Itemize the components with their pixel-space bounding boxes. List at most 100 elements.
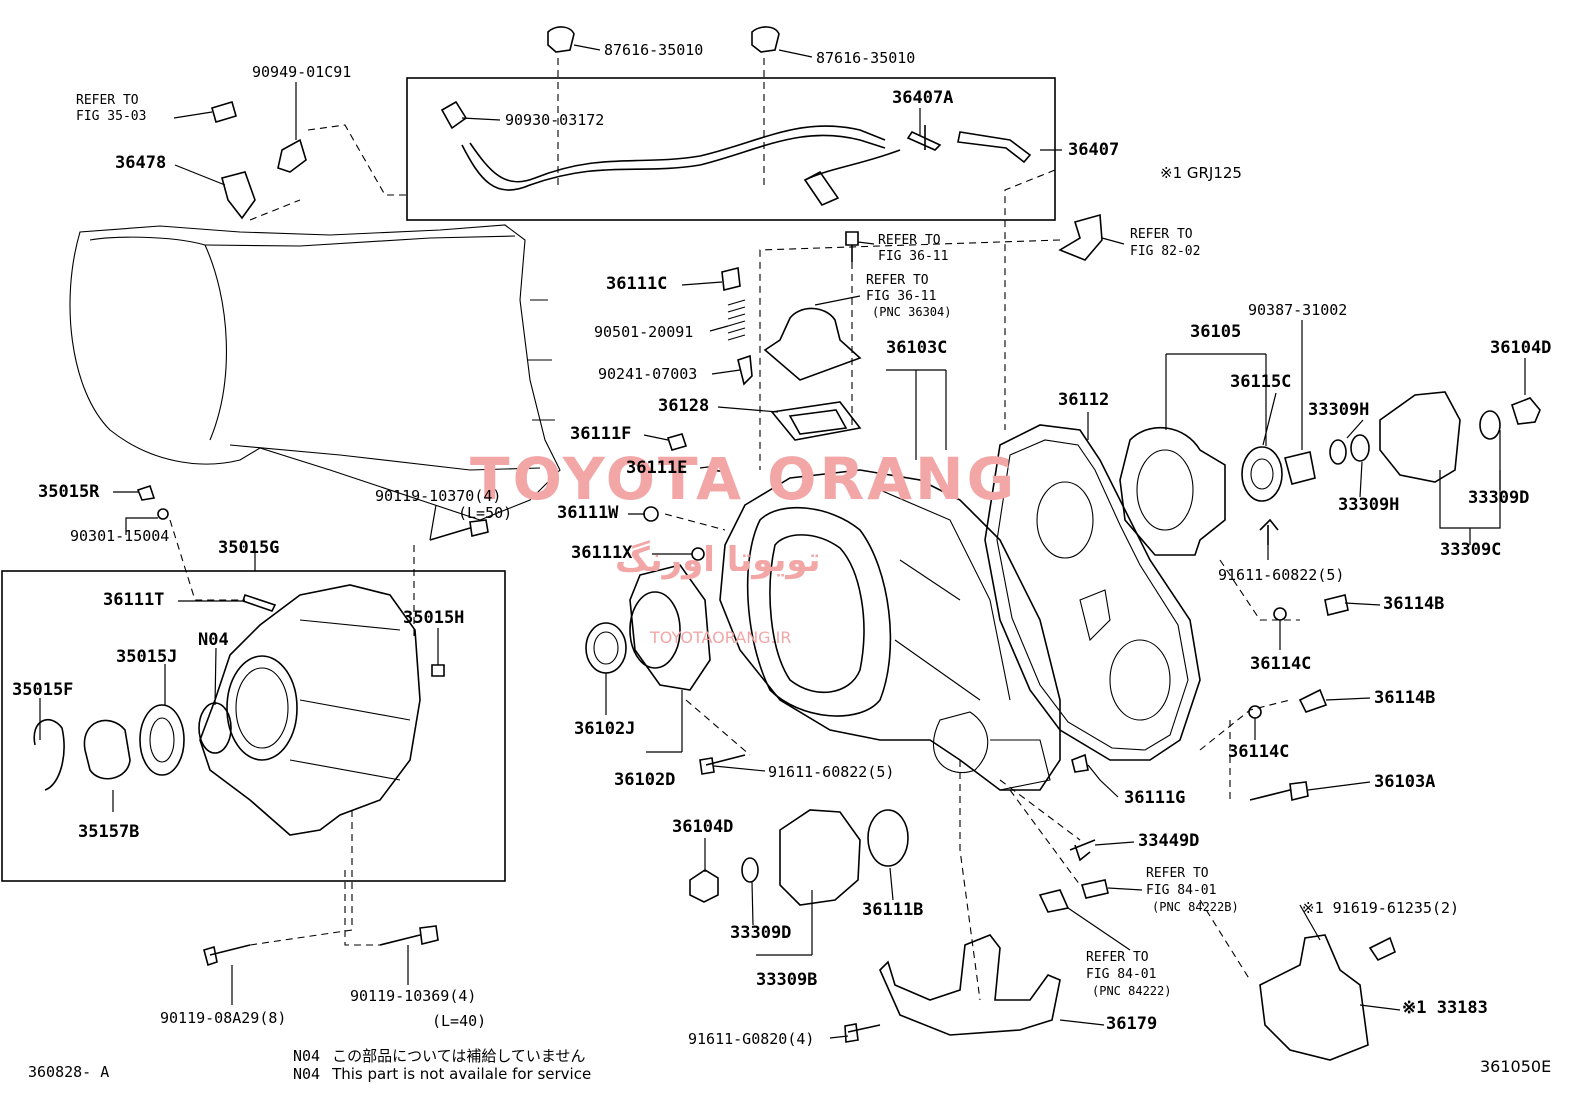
part-label: 36407A xyxy=(892,88,954,108)
front-output-parts xyxy=(585,564,711,691)
part-label: 33309C xyxy=(1440,540,1502,560)
reference-label: REFER TO xyxy=(76,93,139,108)
reference-label: REFER TO xyxy=(866,273,929,288)
part-label: 90501-20091 xyxy=(594,323,694,341)
part-label: ※1 33183 xyxy=(1402,998,1488,1018)
part-label: 36128 xyxy=(658,396,710,416)
part-label: 90119-08A29(8) xyxy=(160,1009,287,1027)
part-label: 87616-35010 xyxy=(816,49,916,67)
part-label: 91611-60822(5) xyxy=(768,763,895,781)
extension-housing-group-frame xyxy=(1,570,506,882)
watermark-site: TOYOTAORANG.IR xyxy=(650,628,792,647)
part-label: 36111G xyxy=(1124,788,1186,808)
part-label: (L=40) xyxy=(432,1012,487,1030)
reference-label: FIG 84-01 xyxy=(1086,967,1157,982)
part-label: 33309D xyxy=(1468,488,1530,508)
reference-label: REFER TO xyxy=(1086,950,1149,965)
part-label: 36114C xyxy=(1250,654,1312,674)
part-label: 90387-31002 xyxy=(1248,301,1348,319)
part-label: 33449D xyxy=(1138,831,1200,851)
reference-label: REFER TO xyxy=(1146,866,1209,881)
legend-code: N04 xyxy=(293,1047,321,1065)
lower-flange-parts xyxy=(689,809,909,906)
reference-label: (PNC 84222) xyxy=(1092,984,1172,998)
rear-case-plate xyxy=(984,424,1201,761)
legend-text-jp: この部品については補給していません xyxy=(332,1047,586,1065)
part-label: 35015J xyxy=(116,647,178,667)
part-label: 35015G xyxy=(218,538,280,558)
figure-id: 361050E xyxy=(1480,1057,1552,1076)
legend-text-en: This part is not availale for service xyxy=(332,1065,592,1083)
part-label: 91611-60822(5) xyxy=(1218,566,1345,584)
cover-plate-parts xyxy=(721,267,862,441)
part-label: 36104D xyxy=(672,817,734,837)
part-label: 33309H xyxy=(1338,495,1400,515)
part-label: ※1 91619-61235(2) xyxy=(1302,899,1460,917)
part-label: 35015H xyxy=(403,608,465,628)
part-label: 36104D xyxy=(1490,338,1552,358)
legend-code: N04 xyxy=(293,1065,321,1083)
part-label: 36103C xyxy=(886,338,948,358)
part-label: 35015R xyxy=(38,482,100,502)
watermark-brand: TOYOTA ORANG xyxy=(470,445,1018,513)
hose-group-frame xyxy=(406,77,1056,221)
part-label: 36112 xyxy=(1058,390,1110,410)
part-label: 90301-15004 xyxy=(70,527,170,545)
part-label: 35157B xyxy=(78,822,140,842)
part-label: 33309H xyxy=(1308,400,1370,420)
assembly-dash-lines xyxy=(169,58,1300,1001)
part-label: 36111W xyxy=(557,503,619,523)
leader-lines xyxy=(39,44,1526,1039)
part-label: 87616-35010 xyxy=(604,41,704,59)
reference-label: FIG 84-01 xyxy=(1146,883,1217,898)
part-label: 36115C xyxy=(1230,372,1292,392)
part-label: 35015F xyxy=(12,680,74,700)
reference-label: (PNC 84222B) xyxy=(1152,900,1239,914)
bolt-parts xyxy=(136,433,1396,1043)
legend-row-en: N04 This part is not availale for service xyxy=(293,1065,591,1083)
transfer-case-housing xyxy=(719,469,1061,791)
part-label: 90930-03172 xyxy=(505,111,605,129)
part-label: 90119-10369(4) xyxy=(350,987,477,1005)
part-label: 36102D xyxy=(614,770,676,790)
part-label: 36111X xyxy=(571,543,633,563)
rear-extension-parts xyxy=(1119,391,1541,556)
watermark-persian: تویوتا اورنگ xyxy=(615,540,821,580)
part-label: 36111F xyxy=(570,424,632,444)
part-label: 91611-G0820(4) xyxy=(688,1030,815,1048)
part-label: (L=50) xyxy=(458,504,513,522)
part-label: 36407 xyxy=(1068,140,1120,160)
part-label: 36111C xyxy=(606,274,668,294)
sub-figure-id: 360828- A xyxy=(28,1063,110,1081)
reference-label: FIG 36-11 xyxy=(878,249,949,264)
reference-label: FIG 82-02 xyxy=(1130,244,1201,259)
part-label: 36114B xyxy=(1383,594,1445,614)
part-label: 36114B xyxy=(1374,688,1436,708)
reference-label: FIG 35-03 xyxy=(76,109,147,124)
reference-label: REFER TO xyxy=(1130,227,1193,242)
part-label: 36478 xyxy=(115,153,167,173)
part-label: N04 xyxy=(198,630,229,650)
transmission-outline xyxy=(69,224,561,521)
part-label: 90949-01C91 xyxy=(252,63,352,81)
part-label: 36102J xyxy=(574,719,636,739)
reference-label: REFER TO xyxy=(878,233,941,248)
variant-note: ※1 GRJ125 xyxy=(1160,164,1242,182)
part-label: 36111E xyxy=(626,458,688,478)
bracket-mount-parts xyxy=(879,934,1369,1061)
reference-label: (PNC 36304) xyxy=(872,305,952,319)
part-label: 36111B xyxy=(862,900,924,920)
clip-parts xyxy=(211,26,1103,262)
legend-row-jp: N04 この部品については補給していません xyxy=(293,1045,585,1066)
part-label: 90119-10370(4) xyxy=(375,487,502,505)
part-label: 36111T xyxy=(103,590,165,610)
part-label: 90241-07003 xyxy=(598,365,698,383)
part-label: 36179 xyxy=(1106,1014,1158,1034)
reference-label: FIG 36-11 xyxy=(866,289,937,304)
extension-housing-parts xyxy=(33,584,445,836)
part-label: 36105 xyxy=(1190,322,1242,342)
part-label: 36114C xyxy=(1228,742,1290,762)
part-label: 33309B xyxy=(756,970,818,990)
